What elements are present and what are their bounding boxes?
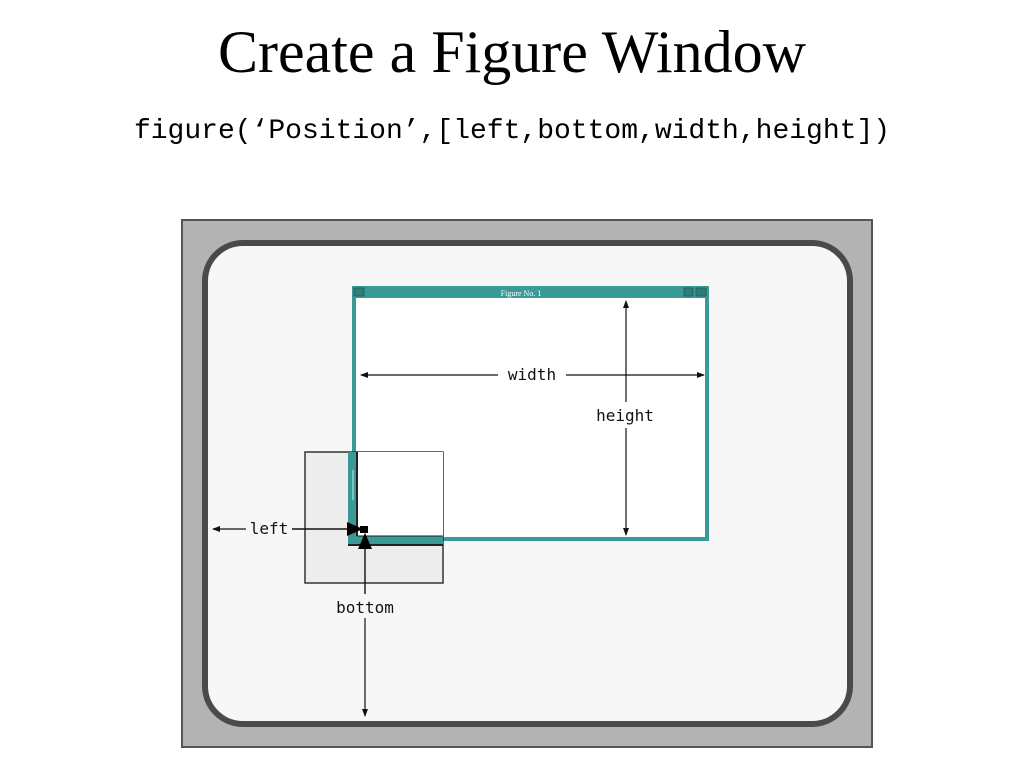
window-menu-icon: [353, 287, 365, 297]
left-label: left: [250, 519, 289, 538]
code-snippet: figure(‘Position’,[left,bottom,width,hei…: [133, 116, 891, 147]
figure-window: Figure No. 1: [352, 286, 709, 541]
width-dimension: width: [360, 365, 705, 384]
figure-window-title: Figure No. 1: [501, 289, 542, 298]
corner-marker: [360, 526, 368, 533]
bottom-dimension: bottom: [336, 533, 394, 717]
zoom-callout: [304, 451, 444, 584]
height-dimension: height: [596, 300, 654, 536]
minimize-icon: [683, 287, 694, 297]
bottom-label: bottom: [336, 598, 394, 617]
height-label: height: [596, 406, 654, 425]
maximize-icon: [695, 287, 707, 297]
zoomed-bottom-border: [348, 536, 443, 545]
width-label: width: [508, 365, 556, 384]
slide-title: Create a Figure Window: [218, 19, 806, 85]
left-dimension: left: [212, 519, 363, 538]
